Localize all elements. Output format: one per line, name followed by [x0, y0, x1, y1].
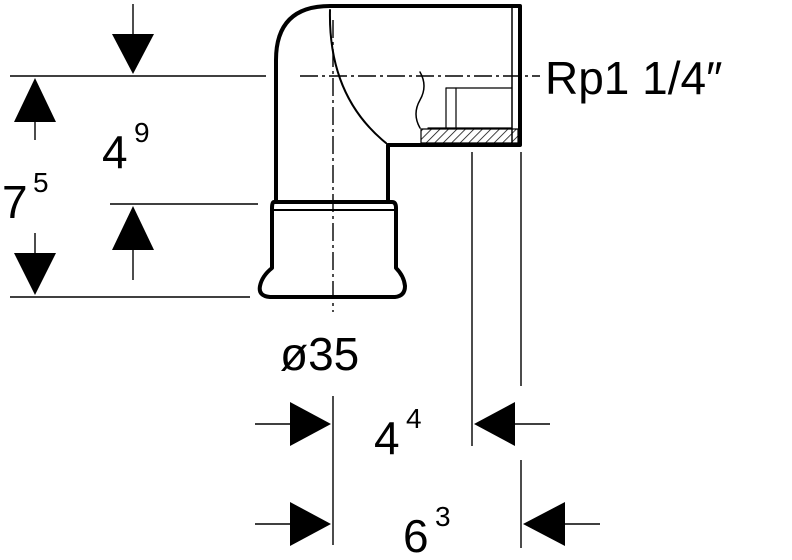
upper-height-label: 4 [102, 126, 128, 178]
arrow-down-left [14, 253, 56, 295]
thread-label: Rp1 1/4″ [545, 52, 722, 104]
thread-break-line [415, 71, 425, 129]
elbow-fitting [257, 4, 522, 299]
center-lines [300, 20, 540, 312]
fitting-outline [274, 4, 522, 202]
arrow-right-row1 [290, 402, 331, 446]
labels: Rp1 1/4″ ø35 7 5 4 9 4 4 6 3 [2, 52, 722, 560]
total-height-label-sup: 5 [33, 167, 49, 198]
dimension-lines [10, 4, 600, 548]
inner-offset-label-sup: 4 [406, 403, 422, 434]
arrowheads [14, 34, 565, 546]
arrow-down-top [112, 34, 154, 74]
upper-height-label-sup: 9 [134, 117, 150, 148]
diameter-label: ø35 [280, 328, 359, 380]
fitting-socket [257, 200, 407, 299]
arrow-left-row2 [523, 502, 565, 546]
inner-offset-label: 4 [374, 412, 400, 464]
thread-hatch [420, 128, 519, 144]
arrow-up-left [14, 78, 56, 122]
inner-bend-curve [328, 9, 387, 144]
outer-offset-label: 6 [403, 510, 429, 560]
arrow-right-row2 [290, 502, 331, 546]
arrow-left-row1 [474, 402, 515, 446]
arrow-up-mid [112, 206, 154, 250]
outer-offset-label-sup: 3 [435, 501, 451, 532]
total-height-label: 7 [2, 176, 28, 228]
